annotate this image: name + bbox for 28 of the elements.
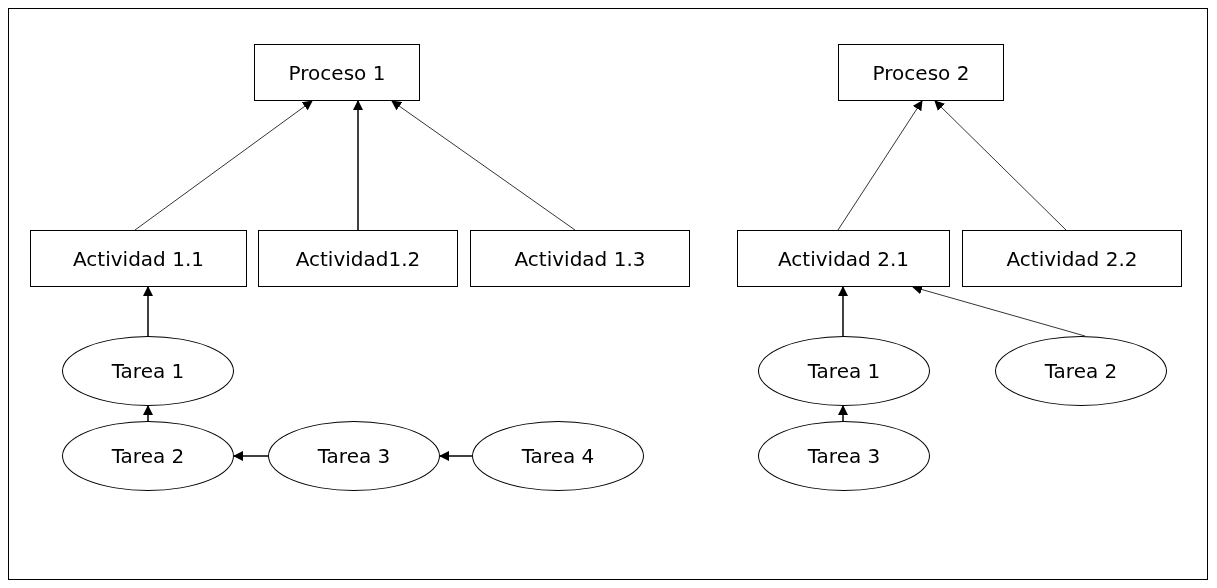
arrow bbox=[143, 286, 153, 337]
process-box bbox=[838, 44, 1004, 101]
arrow bbox=[439, 451, 473, 461]
node-label: Actividad 2.1 bbox=[778, 245, 909, 273]
node-label: Tarea 1 bbox=[111, 358, 185, 385]
node-label: Tarea 1 bbox=[807, 358, 881, 385]
node-label: Actividad1.2 bbox=[295, 245, 421, 273]
arrow bbox=[233, 451, 269, 461]
node-label: Proceso 2 bbox=[872, 59, 970, 87]
node-label: Tarea 2 bbox=[111, 443, 185, 470]
process-box bbox=[30, 230, 247, 287]
arrow bbox=[143, 405, 153, 422]
process-box bbox=[737, 230, 950, 287]
node-label: Actividad 1.1 bbox=[73, 245, 204, 273]
node-label: Actividad 2.2 bbox=[1006, 245, 1138, 273]
node-label: Actividad 1.3 bbox=[514, 245, 646, 273]
arrow bbox=[353, 100, 363, 231]
process-box bbox=[470, 230, 690, 287]
node-label: Tarea 3 bbox=[317, 443, 391, 470]
node-label: Tarea 3 bbox=[807, 443, 881, 470]
arrow bbox=[838, 405, 848, 422]
process-box bbox=[258, 230, 458, 287]
node-label: Tarea 4 bbox=[521, 443, 595, 470]
process-box bbox=[254, 44, 420, 101]
node-label: Proceso 1 bbox=[288, 59, 386, 87]
arrow bbox=[838, 286, 848, 337]
process-box bbox=[962, 230, 1182, 287]
node-label: Tarea 2 bbox=[1044, 358, 1118, 385]
